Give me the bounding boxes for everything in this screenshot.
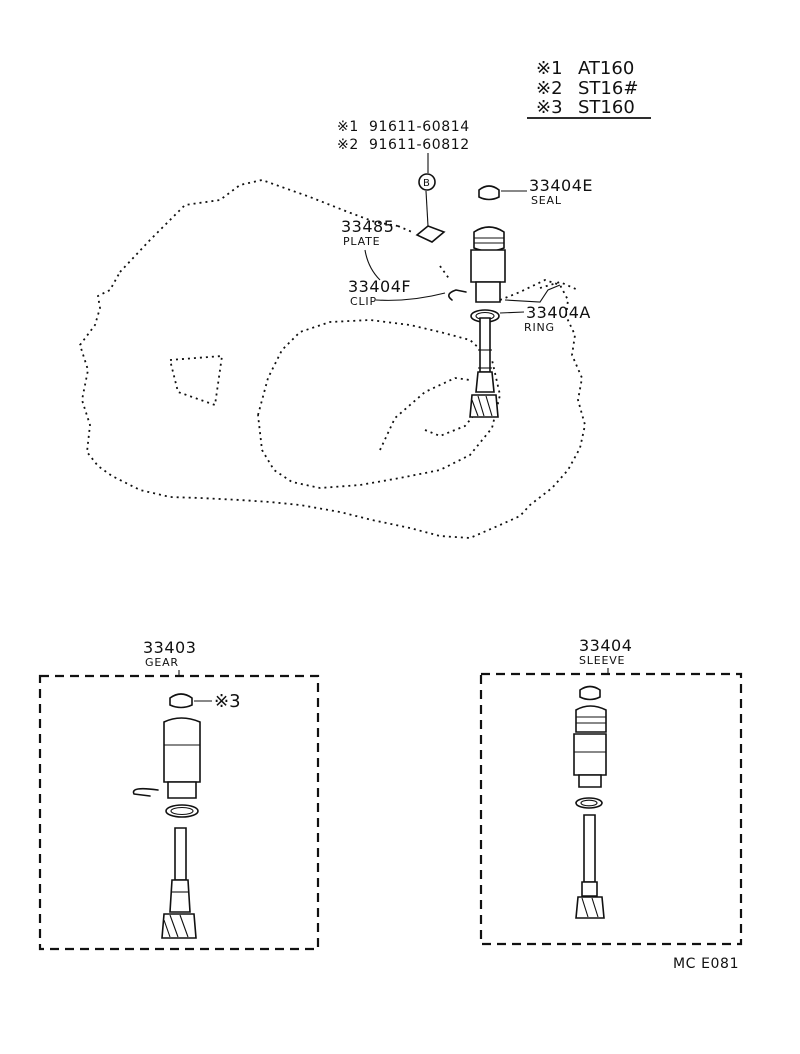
- gear-box-clip-icon: [132, 787, 159, 797]
- sleeve-body: [470, 249, 506, 283]
- ring-part-number: 33404A: [526, 303, 591, 322]
- bolt-symbol-circle: [418, 173, 436, 191]
- gear-box-seal-icon: [169, 693, 193, 709]
- seal-part: 33404E SEAL: [478, 176, 593, 207]
- legend-mark-3: ※3: [536, 97, 563, 118]
- model-legend: ※1 AT160 ※2 ST16# ※3 ST160: [527, 58, 651, 119]
- clip-part-name: CLIP: [350, 295, 377, 308]
- gear-box-sleeve-icon: [163, 717, 201, 783]
- sleeve-box-ring-icon: [575, 797, 603, 809]
- bolt-callout: ※1 91611-60814 ※2 91611-60812 B: [337, 119, 470, 191]
- gear-box-frame: [38, 674, 320, 951]
- sleeve-box-number: 33404: [579, 636, 632, 655]
- sleeve-box-shaft-icon: [583, 814, 596, 883]
- gear-box-shaft-icon: [174, 827, 187, 881]
- transmission-housing: [79, 179, 586, 539]
- legend-text-2: ST16#: [578, 78, 638, 99]
- figure-code: MC E081: [673, 956, 739, 972]
- seal-part-number: 33404E: [529, 176, 593, 195]
- gear-box-name: GEAR: [145, 656, 179, 669]
- bolt-number-1: 91611-60814: [369, 119, 470, 135]
- legend-text-3: ST160: [578, 97, 635, 118]
- installed-shaft: [479, 317, 491, 373]
- plate-leader: [364, 249, 381, 281]
- gear-box-ring-icon: [165, 804, 199, 818]
- legend-text-1: AT160: [578, 58, 634, 79]
- sleeve-box-seal-icon: [579, 685, 601, 701]
- clip-part-number: 33404F: [348, 277, 411, 296]
- seal-part-name: SEAL: [531, 194, 562, 207]
- gear-box-number: 33403: [143, 638, 196, 657]
- plate-icon: [415, 225, 446, 243]
- bolt-mark-1: ※1: [337, 119, 359, 135]
- gear-box-gear-icon: [161, 913, 197, 939]
- ring-part-name: RING: [524, 321, 555, 334]
- gear-box: 33403 GEAR ※3: [38, 638, 320, 951]
- sleeve-box: 33404 SLEEVE: [479, 636, 743, 946]
- ring-leader: [499, 311, 525, 314]
- sleeve-box-name: SLEEVE: [579, 654, 625, 667]
- bolt-symbol-letter: B: [423, 178, 430, 189]
- plate-part-number: 33485: [341, 217, 394, 236]
- legend-mark-2: ※2: [536, 78, 563, 99]
- sleeve-box-sleeve-body: [573, 733, 607, 776]
- sleeve-box-gear-icon: [575, 896, 605, 919]
- plate-part: 33485 PLATE: [341, 190, 446, 281]
- bolt-number-2: 91611-60812: [369, 137, 470, 153]
- legend-mark-1: ※1: [536, 58, 563, 79]
- sleeve-box-frame: [479, 672, 743, 946]
- plate-bolt-leader: [425, 190, 429, 227]
- installed-sleeve-assembly: [375, 226, 561, 418]
- sleeve-top: [473, 226, 505, 252]
- clip-icon: [448, 289, 467, 301]
- bolt-mark-2: ※2: [337, 137, 359, 153]
- gear-box-note-mark: ※3: [214, 691, 241, 712]
- plate-part-name: PLATE: [343, 235, 380, 248]
- sleeve-lower: [475, 281, 501, 303]
- seal-icon: [478, 185, 500, 201]
- sleeve-box-sleeve-top: [575, 705, 607, 733]
